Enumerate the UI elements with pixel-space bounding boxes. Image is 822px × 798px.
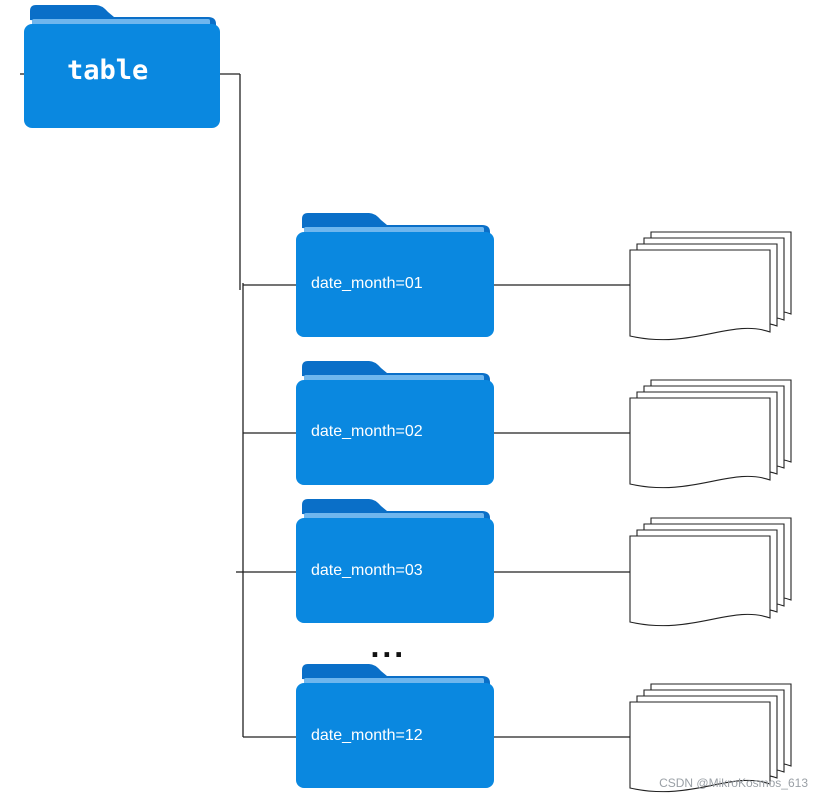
root-folder-icon — [24, 5, 220, 128]
partition-folder-icon-01 — [296, 213, 494, 337]
partition-folder-icon-02 — [296, 361, 494, 485]
ellipsis: ... — [370, 634, 406, 664]
partition-folder-icon-12 — [296, 664, 494, 788]
watermark: CSDN @MikroKosmos_613 — [659, 776, 808, 790]
partition-folder-icon-03 — [296, 499, 494, 623]
connector-lines — [20, 73, 630, 738]
file-stack-icon-02 — [629, 379, 792, 489]
file-stack-icon-12 — [629, 683, 792, 793]
file-stack-icon-01 — [629, 231, 792, 341]
file-stack-icon-03 — [629, 517, 792, 627]
